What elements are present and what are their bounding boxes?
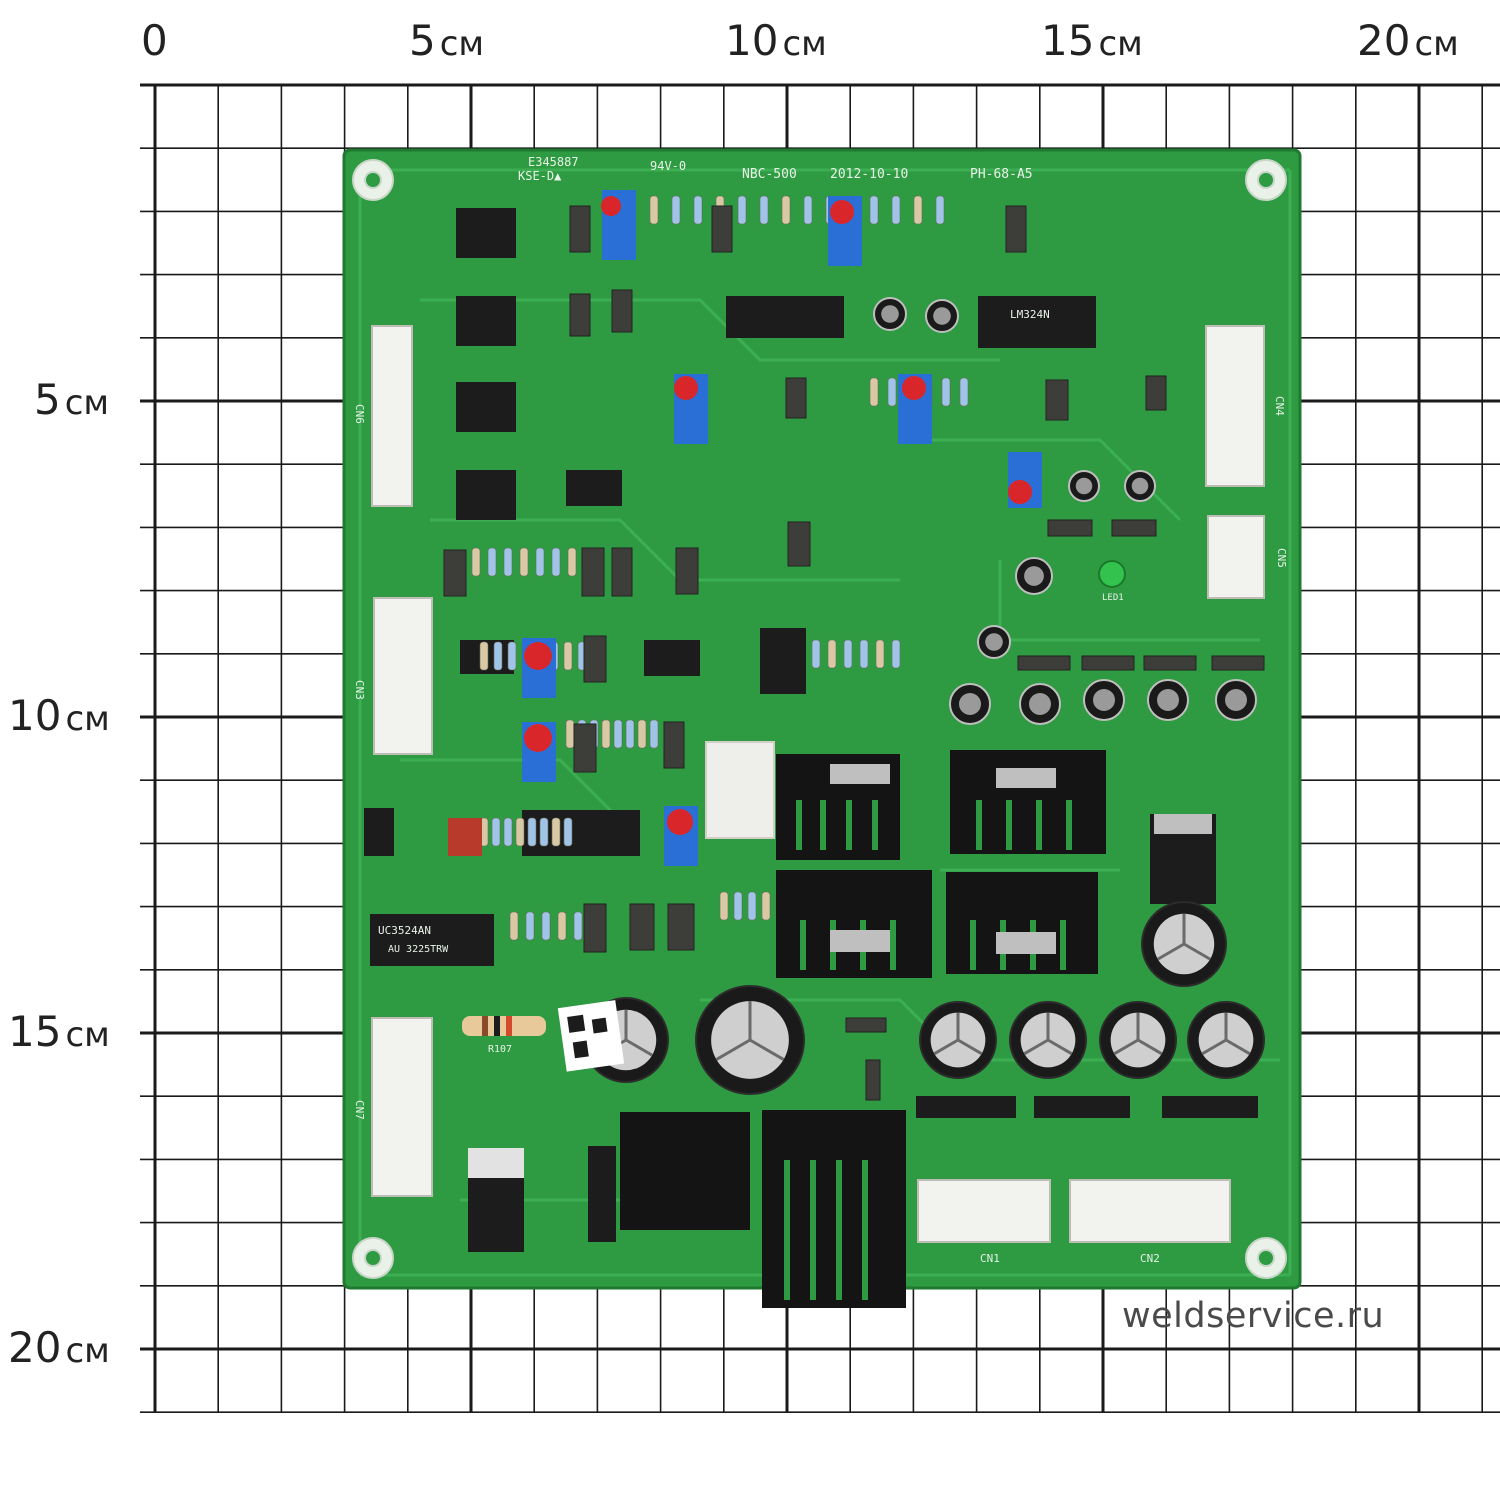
svg-text:PH-68-A5: PH-68-A5 — [970, 167, 1033, 182]
connector-cn1 — [917, 1179, 1051, 1243]
svg-text:R107: R107 — [488, 1044, 512, 1055]
svg-text:CN5: CN5 — [1275, 548, 1288, 568]
connector-cn4 — [1205, 325, 1265, 487]
rectifier-blocks — [916, 1096, 1258, 1118]
mounting-holes — [352, 159, 1287, 1279]
connector-cn5 — [1207, 515, 1265, 599]
main-ic: UC3524AN AU 3225TRW LM324N — [370, 296, 1096, 966]
connector-cn7 — [371, 1017, 433, 1197]
svg-text:LM324N: LM324N — [1010, 308, 1050, 321]
svg-text:E345887: E345887 — [528, 155, 579, 169]
connector-cn3 — [373, 597, 433, 755]
small-electrolytic-capacitors — [873, 297, 1257, 725]
svg-text:KSE-D▲: KSE-D▲ — [518, 169, 562, 183]
power-resistor: R107 — [462, 1016, 546, 1055]
svg-text:CN3: CN3 — [353, 680, 366, 700]
svg-text:UC3524AN: UC3524AN — [378, 924, 431, 937]
watermark: weldservice.ru — [1122, 1296, 1385, 1336]
trimmer-potentiometers — [522, 190, 1042, 866]
qr-sticker — [557, 1000, 625, 1072]
power-transistors — [468, 628, 1216, 1252]
svg-text:CN7: CN7 — [353, 1100, 366, 1120]
svg-text:CN6: CN6 — [353, 404, 366, 424]
svg-text:CN1: CN1 — [980, 1252, 1000, 1265]
svg-text:2012-10-10: 2012-10-10 — [830, 167, 908, 182]
svg-text:94V-0: 94V-0 — [650, 159, 686, 173]
integrated-circuits — [364, 208, 700, 856]
connectors — [371, 325, 1265, 1243]
transformer-block — [705, 741, 775, 839]
scale-label-top: 0 — [141, 16, 168, 65]
silkscreen-header: E345887 KSE-D▲ 94V-0 NBC-500 2012-10-10 … — [518, 155, 1033, 183]
led: LED1 — [1098, 560, 1126, 603]
connector-labels: CN1 CN2 CN3 CN4 CN5 CN6 CN7 — [353, 396, 1288, 1265]
svg-text:AU 3225TRW: AU 3225TRW — [388, 944, 449, 955]
svg-text:LED1: LED1 — [1102, 593, 1124, 603]
connector-cn2 — [1069, 1179, 1231, 1243]
connector-cn6 — [371, 325, 413, 507]
svg-text:NBC-500: NBC-500 — [742, 167, 797, 182]
red-capacitor — [448, 818, 482, 856]
circuit-board: E345887 KSE-D▲ 94V-0 NBC-500 2012-10-10 … — [342, 148, 1302, 1308]
svg-text:CN4: CN4 — [1273, 396, 1286, 416]
svg-text:CN2: CN2 — [1140, 1252, 1160, 1265]
